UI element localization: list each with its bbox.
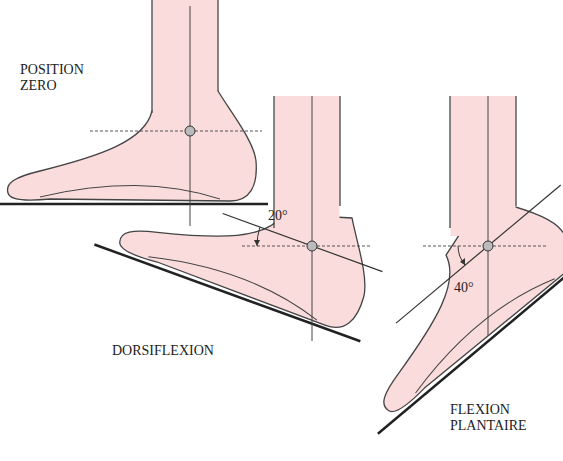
position-label: DORSIFLEXION — [112, 343, 252, 359]
angle-label: 40° — [454, 280, 494, 296]
position-label: FLEXION PLANTAIRE — [450, 402, 558, 434]
angle-label: 20° — [268, 208, 308, 224]
foot-neutral — [0, 0, 268, 226]
foot-dorsiflexion — [94, 96, 399, 341]
foot-plantar-flexion — [305, 96, 563, 434]
position-label: POSITION ZERO — [20, 62, 110, 94]
